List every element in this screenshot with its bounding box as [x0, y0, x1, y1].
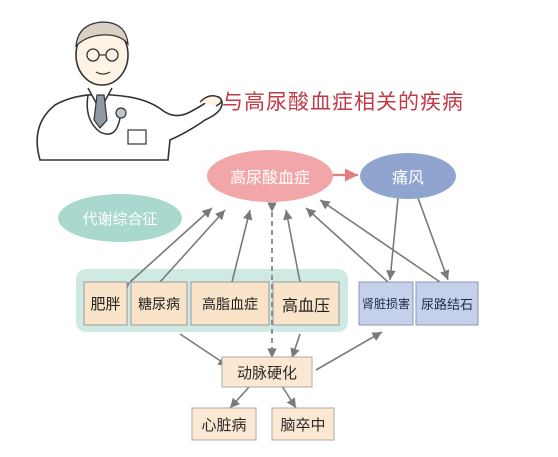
arrow-hypertension	[283, 209, 307, 293]
diagram-title: 与高尿酸血症相关的疾病	[222, 90, 464, 114]
arrow-diabetes	[150, 209, 226, 293]
arrow-group-arteriosclerosis-left	[179, 333, 229, 367]
metabolic-syndrome-label: 代谢综合征	[82, 209, 158, 228]
diabetes-label: 糖尿病	[138, 296, 180, 313]
hyperlipidemia-label: 高脂血症	[202, 296, 258, 313]
connection-arrows	[119, 168, 451, 409]
stroke-box	[271, 407, 335, 441]
doctor-illustration	[36, 21, 223, 161]
gout-label: 痛风	[391, 168, 424, 187]
arrow-hyperlipidemia	[225, 209, 253, 293]
hyperuricemia-label: 高尿酸血症	[229, 168, 310, 187]
obesity-label: 肥胖	[90, 295, 121, 313]
arrow-gout-stones	[410, 187, 450, 281]
arteriosclerosis-label: 动脉硬化	[236, 363, 297, 382]
arrow-arteriosclerosis-heart	[229, 385, 251, 409]
hyperuricemia-node	[207, 150, 333, 202]
diabetes-box	[130, 281, 188, 326]
kidney-damage-label: 肾脏损害	[361, 297, 410, 311]
arteriosclerosis-box	[221, 356, 313, 388]
hypertension-label: 高血压	[281, 295, 330, 315]
gout-node	[360, 153, 456, 199]
urinary-stones-box	[415, 281, 479, 326]
arrow-arteriosclerosis-stroke	[281, 385, 297, 409]
heart-disease-box	[191, 407, 257, 441]
hyperlipidemia-box	[190, 281, 270, 326]
arrow-gout-kidney	[386, 197, 399, 281]
arrow-group-arteriosclerosis-right	[290, 333, 301, 359]
urinary-stones-label: 尿路结石	[420, 298, 473, 313]
arrow-arteriosclerosis-kidney	[315, 331, 383, 371]
obesity-box	[83, 281, 128, 326]
heart-disease-label: 心脏病	[201, 415, 247, 434]
kidney-damage-box	[358, 281, 414, 326]
hypertension-box	[272, 281, 340, 326]
stroke-label: 脑卒中	[280, 415, 326, 434]
metabolic-syndrome-node	[58, 194, 182, 242]
